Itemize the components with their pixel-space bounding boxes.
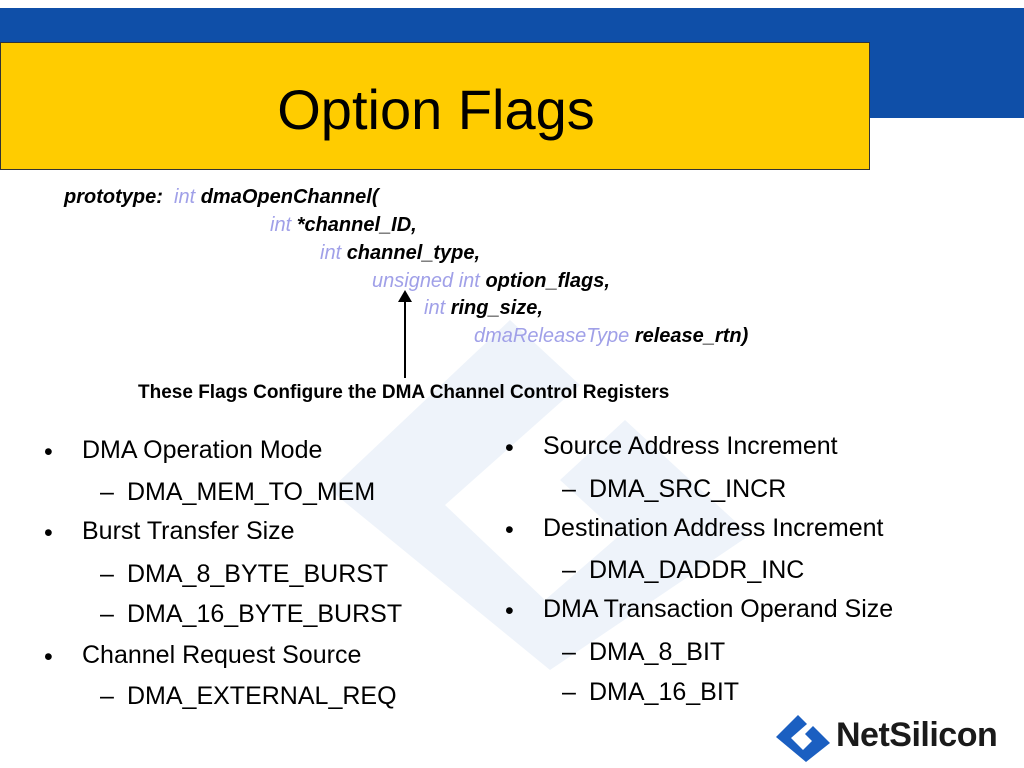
bullet-marker: • (505, 434, 514, 462)
param-name: ring_size, (450, 297, 543, 319)
caption: These Flags Configure the DMA Channel Co… (138, 382, 670, 403)
list-item: DMA Operation Mode (82, 436, 323, 464)
prototype-line-2: int *channel_ID, (270, 214, 417, 237)
param-name: release_rtn) (634, 325, 749, 347)
dash-marker: – (100, 682, 114, 710)
bullet-marker: • (505, 597, 514, 625)
type-keyword: int (320, 242, 342, 264)
list-subitem: DMA_8_BYTE_BURST (127, 560, 389, 588)
list-subitem: DMA_MEM_TO_MEM (127, 478, 376, 506)
dash-marker: – (562, 475, 576, 503)
prototype-label: prototype: (64, 186, 163, 208)
arrow-line (404, 298, 406, 378)
netsilicon-logo-icon (776, 715, 830, 762)
slide-title: Option Flags (277, 78, 595, 141)
function-name: dmaOpenChannel( (200, 186, 379, 208)
bullet-marker: • (44, 519, 53, 547)
netsilicon-logo: NetSilicon (774, 708, 1019, 766)
list-item: Destination Address Increment (543, 514, 884, 542)
list-subitem: DMA_DADDR_INC (589, 556, 805, 584)
prototype-line-3: int channel_type, (320, 242, 480, 265)
list-subitem: DMA_EXTERNAL_REQ (127, 682, 397, 710)
list-subitem: DMA_SRC_INCR (589, 475, 787, 503)
dash-marker: – (562, 638, 576, 666)
list-subitem: DMA_8_BIT (589, 638, 726, 666)
logo-text: NetSilicon (836, 716, 998, 754)
dash-marker: – (100, 600, 114, 628)
type-keyword: unsigned int (372, 270, 480, 292)
param-name: *channel_ID, (296, 214, 417, 236)
arrow-up-icon (398, 290, 412, 302)
list-item: Burst Transfer Size (82, 517, 295, 545)
type-keyword: int (424, 297, 446, 319)
prototype-line-1: prototype: int dmaOpenChannel( (64, 186, 379, 209)
dash-marker: – (562, 678, 576, 706)
prototype-line-5: int ring_size, (424, 297, 543, 320)
param-name: channel_type, (346, 242, 481, 264)
prototype-line-6: dmaReleaseType release_rtn) (474, 325, 748, 348)
dash-marker: – (100, 478, 114, 506)
bullet-marker: • (505, 516, 514, 544)
list-subitem: DMA_16_BIT (589, 678, 740, 706)
dash-marker: – (100, 560, 114, 588)
list-subitem: DMA_16_BYTE_BURST (127, 600, 403, 628)
param-name: option_flags, (485, 270, 610, 292)
type-keyword: int (270, 214, 292, 236)
list-item: Source Address Increment (543, 432, 838, 460)
bullet-marker: • (44, 438, 53, 466)
prototype-line-4: unsigned int option_flags, (372, 270, 610, 293)
list-item: Channel Request Source (82, 641, 362, 669)
bullet-marker: • (44, 643, 53, 671)
watermark-logo-icon (330, 320, 750, 670)
dash-marker: – (562, 556, 576, 584)
type-keyword: dmaReleaseType (474, 325, 630, 347)
title-box: Option Flags (0, 42, 870, 170)
list-item: DMA Transaction Operand Size (543, 595, 894, 623)
type-keyword: int (174, 186, 196, 208)
